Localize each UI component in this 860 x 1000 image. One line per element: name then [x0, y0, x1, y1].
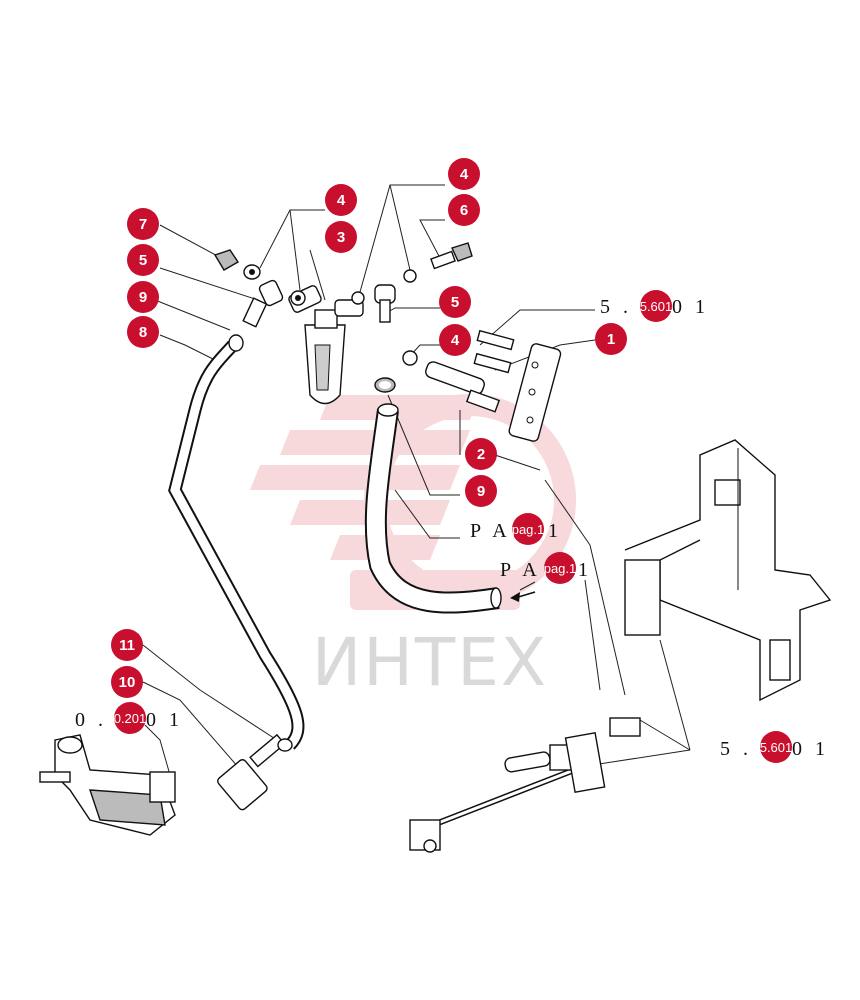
- callout-label: 11: [119, 637, 135, 654]
- callout-marker[interactable]: 4: [448, 158, 480, 190]
- ref-badge: 5.601: [640, 299, 673, 314]
- callouts: 7 5 9 8 4 3 4 6: [111, 158, 627, 698]
- callout-label: 5: [139, 252, 147, 269]
- callout-marker[interactable]: 2: [465, 438, 497, 470]
- callout-marker[interactable]: 4: [325, 184, 357, 216]
- callout-marker[interactable]: 9: [127, 281, 159, 313]
- leader-lines: [142, 184, 691, 776]
- pedal-linkage: [409, 717, 641, 853]
- callout-label: 10: [119, 674, 136, 691]
- callout-marker[interactable]: 10: [111, 666, 143, 698]
- ref-suffix: 0 1: [792, 738, 829, 760]
- reference-labels: 5 . 5.601 0 1 P A pag.1 1 P A pag.1 1 0 …: [75, 290, 829, 763]
- callout-label: 7: [139, 216, 147, 233]
- fittings: [213, 242, 501, 413]
- callout-marker[interactable]: 9: [465, 475, 497, 507]
- callout-label: 4: [337, 192, 346, 209]
- fuel-filter: [288, 285, 364, 405]
- callout-label: 4: [451, 332, 460, 349]
- callout-label: 2: [477, 446, 485, 463]
- callout-marker[interactable]: 4: [439, 324, 471, 356]
- callout-label: 3: [337, 229, 345, 246]
- ref-prefix: 0 .: [75, 709, 107, 731]
- ref-suffix: 0 1: [672, 296, 709, 318]
- ref-prefix: 5 .: [600, 296, 632, 318]
- ref-suffix: 0 1: [146, 709, 183, 731]
- ref-link[interactable]: 5 . 5.601 0 1: [600, 290, 709, 322]
- ref-prefix: 5 .: [720, 738, 752, 760]
- ref-badge: pag.1: [512, 522, 545, 537]
- ref-badge: pag.1: [544, 561, 577, 576]
- callout-marker[interactable]: 7: [127, 208, 159, 240]
- callout-label: 4: [460, 166, 469, 183]
- ref-prefix: P A: [500, 559, 541, 581]
- callout-marker[interactable]: 1: [595, 323, 627, 355]
- ref-badge: 0.201: [114, 711, 147, 726]
- callout-label: 9: [139, 289, 147, 306]
- callout-marker[interactable]: 5: [127, 244, 159, 276]
- ref-suffix: 1: [548, 520, 562, 542]
- injection-pump: [39, 733, 293, 836]
- callout-marker[interactable]: 6: [448, 194, 480, 226]
- ref-prefix: P A: [470, 520, 511, 542]
- ref-link[interactable]: P A pag.1 1: [500, 552, 592, 584]
- callout-marker[interactable]: 3: [325, 221, 357, 253]
- callout-label: 6: [460, 202, 468, 219]
- ref-suffix: 1: [578, 559, 592, 581]
- callout-label: 5: [451, 294, 459, 311]
- frame-housing: [624, 439, 832, 702]
- ref-badge: 5.601: [760, 740, 793, 755]
- callout-marker[interactable]: 11: [111, 629, 143, 661]
- callout-label: 1: [607, 331, 615, 348]
- callout-marker[interactable]: 5: [439, 286, 471, 318]
- callout-label: 9: [477, 483, 485, 500]
- callout-label: 8: [139, 324, 147, 341]
- bracket: [473, 329, 562, 442]
- callout-marker[interactable]: 8: [127, 316, 159, 348]
- ref-link[interactable]: 0 . 0.201 0 1: [75, 702, 183, 734]
- watermark-text: ИНТЕХ: [312, 624, 548, 701]
- ref-link[interactable]: 5 . 5.601 0 1: [720, 731, 829, 763]
- ref-link[interactable]: P A pag.1 1: [470, 513, 562, 545]
